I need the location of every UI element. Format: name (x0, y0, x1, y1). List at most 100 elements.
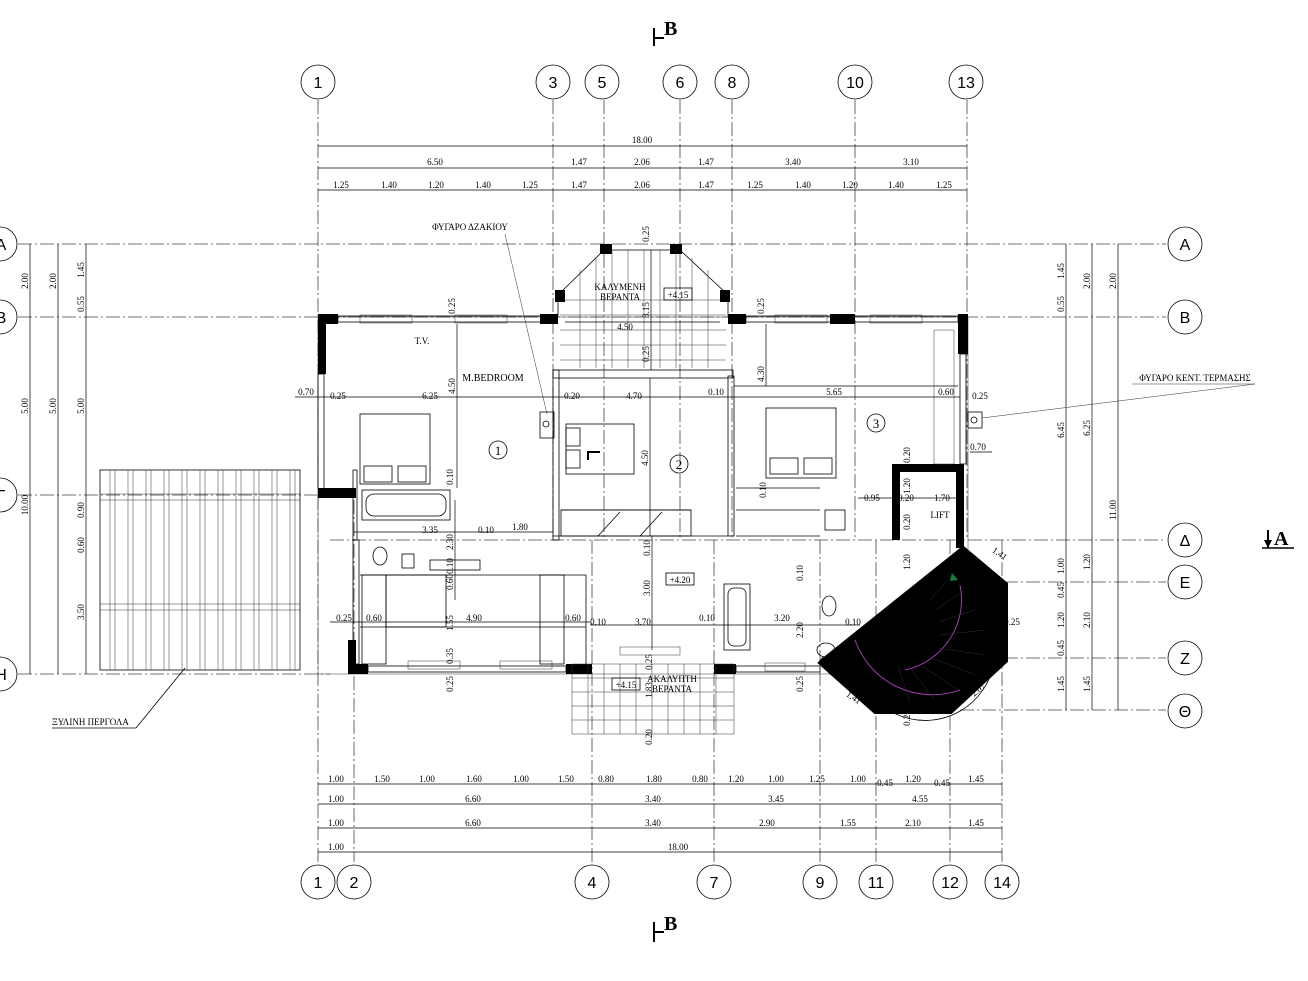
svg-text:+4.15: +4.15 (668, 290, 689, 300)
bed-room2 (565, 423, 635, 475)
svg-text:0.10: 0.10 (642, 540, 652, 556)
bathtub-small (723, 583, 751, 651)
svg-text:Β: Β (0, 310, 6, 327)
svg-text:6: 6 (676, 75, 685, 92)
svg-text:Γ: Γ (0, 488, 6, 505)
svg-text:B: B (664, 18, 677, 40)
svg-text:0.25: 0.25 (445, 676, 455, 692)
svg-text:2.10: 2.10 (1082, 612, 1092, 628)
svg-text:0.10: 0.10 (445, 558, 455, 574)
svg-text:5.00: 5.00 (20, 398, 30, 414)
svg-text:1.00: 1.00 (768, 774, 784, 784)
svg-text:1.47: 1.47 (698, 180, 714, 190)
right-dimensions: 1.45 0.55 6.45 1.00 0.45 1.20 0.45 1.45 … (1056, 244, 1119, 710)
svg-text:1.45: 1.45 (1082, 676, 1092, 692)
svg-text:0.45: 0.45 (1056, 582, 1066, 598)
svg-text:Α: Α (0, 237, 7, 254)
svg-text:0.70: 0.70 (970, 442, 986, 452)
grid-bubble-bottom-11: 11 (858, 864, 894, 900)
svg-text:0.20: 0.20 (564, 391, 580, 401)
tv-label: T.V. (415, 336, 430, 346)
svg-text:4: 4 (588, 875, 597, 892)
svg-text:1.41: 1.41 (990, 545, 1009, 562)
svg-text:0.20: 0.20 (644, 729, 654, 745)
toilet-small (821, 595, 837, 617)
svg-text:1.40: 1.40 (888, 180, 904, 190)
svg-text:0.80: 0.80 (598, 774, 614, 784)
bottom-dimensions: 1.00 1.50 1.00 1.60 1.00 1.50 0.80 1.80 … (318, 774, 1002, 853)
svg-text:18.00: 18.00 (632, 135, 653, 145)
svg-text:1.80: 1.80 (646, 774, 662, 784)
svg-text:3.35: 3.35 (422, 525, 438, 535)
svg-text:0.20: 0.20 (902, 447, 912, 463)
leader-lines (504, 233, 1256, 419)
svg-text:0.25: 0.25 (972, 391, 988, 401)
svg-text:5.00: 5.00 (48, 398, 58, 414)
grid-bubble-top-1: 1 (300, 64, 336, 100)
wooden-pergola (52, 469, 301, 729)
grid-bubble-left-G: Γ (0, 477, 18, 513)
svg-text:0.25: 0.25 (1004, 617, 1020, 627)
svg-text:0.60: 0.60 (445, 574, 455, 590)
svg-text:1.50: 1.50 (374, 774, 390, 784)
svg-text:1.25: 1.25 (936, 180, 952, 190)
grid-bubble-right-B: Β (1167, 299, 1203, 335)
svg-text:11: 11 (868, 875, 885, 892)
svg-text:3.40: 3.40 (645, 818, 661, 828)
left-dimensions: 2.00 5.00 10.00 2.00 5.00 1.45 0.55 5.00… (20, 244, 87, 674)
svg-text:2.00: 2.00 (20, 273, 30, 289)
svg-text:1.20: 1.20 (902, 478, 912, 494)
chimney-box (539, 411, 555, 439)
level-corridor: +4.20 (665, 572, 695, 586)
inner-dimensions: 0.70 0.25 6.25 0.20 4.70 0.10 5.65 0.60 … (295, 226, 1020, 745)
svg-text:3.10: 3.10 (903, 157, 919, 167)
svg-text:2.00: 2.00 (1108, 273, 1118, 289)
svg-text:1.20: 1.20 (902, 554, 912, 570)
bed-master (359, 413, 431, 485)
grid-bubbles-top: 1 3 5 6 8 10 13 (300, 64, 984, 100)
grid-bubble-bottom-4: 4 (574, 864, 610, 900)
grid-bubble-top-3: 3 (535, 64, 571, 100)
svg-text:1.80: 1.80 (512, 522, 528, 532)
svg-text:6.25: 6.25 (422, 391, 438, 401)
svg-text:3.40: 3.40 (785, 157, 801, 167)
svg-text:3.40: 3.40 (645, 794, 661, 804)
svg-text:1.00: 1.00 (328, 794, 344, 804)
covered-veranda-label-1: ΚΑΛΥΜΕΝΗ (594, 282, 646, 292)
svg-text:0.45: 0.45 (877, 778, 893, 788)
svg-text:11.00: 11.00 (1108, 500, 1118, 520)
svg-text:2.06: 2.06 (634, 180, 650, 190)
svg-text:Ε: Ε (1180, 575, 1191, 592)
svg-text:1.47: 1.47 (571, 157, 587, 167)
svg-text:1.20: 1.20 (842, 180, 858, 190)
svg-text:0.25: 0.25 (330, 391, 346, 401)
grid-bubbles-bottom: 1 2 4 7 9 11 12 14 (300, 864, 1020, 900)
room-number-1: 1 (488, 440, 508, 460)
svg-text:1.25: 1.25 (522, 180, 538, 190)
svg-text:6.50: 6.50 (427, 157, 443, 167)
svg-text:2.20: 2.20 (795, 622, 805, 638)
svg-text:0.10: 0.10 (845, 617, 861, 627)
svg-text:4.30: 4.30 (756, 366, 766, 382)
section-mark-right: A (1262, 528, 1294, 550)
svg-text:Β: Β (1180, 310, 1191, 327)
pergola-label: ΞΥΛΙΝΗ ΠΕΡΓΟΛΑ (52, 717, 129, 727)
svg-text:1.00: 1.00 (513, 774, 529, 784)
section-mark-bottom: B (653, 913, 677, 942)
svg-text:1: 1 (495, 443, 502, 458)
svg-text:5.65: 5.65 (826, 387, 842, 397)
grid-bubble-bottom-14: 14 (984, 864, 1020, 900)
svg-text:3: 3 (549, 75, 558, 92)
svg-text:1: 1 (314, 875, 323, 892)
svg-text:1.40: 1.40 (475, 180, 491, 190)
svg-text:3.00: 3.00 (642, 580, 652, 596)
svg-text:1.20: 1.20 (1082, 554, 1092, 570)
svg-text:0.55: 0.55 (1056, 296, 1066, 312)
svg-text:7: 7 (710, 875, 719, 892)
toilet-master (372, 546, 388, 566)
svg-text:3.20: 3.20 (774, 613, 790, 623)
svg-text:2: 2 (676, 457, 683, 472)
svg-text:1.00: 1.00 (328, 818, 344, 828)
grid-bubble-bottom-1: 1 (300, 864, 336, 900)
svg-text:1.40: 1.40 (381, 180, 397, 190)
